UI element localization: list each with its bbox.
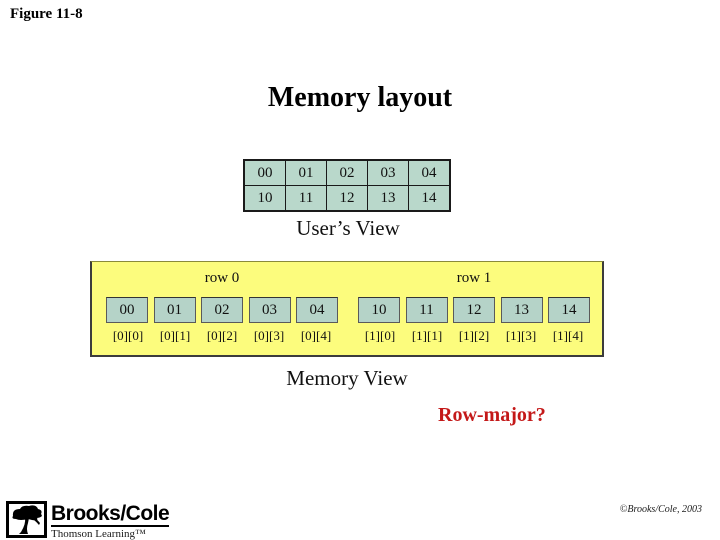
memory-view-label: Memory View bbox=[286, 366, 408, 390]
memory-cell: 01 bbox=[153, 297, 196, 323]
logo-tagline: Thomson Learning™ bbox=[51, 528, 146, 540]
index-label: [1][3] bbox=[505, 328, 537, 343]
table-row: 00 01 02 03 04 bbox=[243, 159, 451, 186]
table-cell: 04 bbox=[408, 159, 451, 186]
memory-cell: 10 bbox=[358, 297, 400, 323]
logo-name: Brooks/Cole bbox=[51, 502, 170, 527]
index-label: [0][2] bbox=[206, 328, 238, 343]
copyright-text: ©Brooks/Cole, 2003 bbox=[619, 504, 702, 515]
index-label: [1][4] bbox=[552, 328, 584, 343]
index-label: [0][4] bbox=[300, 328, 332, 343]
index-label: [1][2] bbox=[458, 328, 490, 343]
memory-cell: 00 bbox=[106, 297, 148, 323]
memory-cell: 02 bbox=[201, 297, 243, 323]
memory-cell: 12 bbox=[453, 297, 495, 323]
memory-indices-row-0: [0][0] [0][1] [0][2] [0][3] [0][4] bbox=[106, 328, 338, 344]
table-cell: 14 bbox=[408, 185, 451, 212]
row-0-label: row 0 bbox=[204, 270, 240, 286]
memory-cell: 14 bbox=[548, 297, 590, 323]
index-label: [1][0] bbox=[364, 328, 396, 343]
memory-indices-row-1: [1][0] [1][1] [1][2] [1][3] [1][4] bbox=[358, 328, 590, 344]
table-cell: 13 bbox=[367, 185, 409, 212]
table-cell: 11 bbox=[285, 185, 327, 212]
memory-cells-row-1: 10 11 12 13 14 bbox=[358, 297, 590, 323]
index-label: [0][1] bbox=[159, 328, 191, 343]
users-view-table: 00 01 02 03 04 10 11 12 13 14 bbox=[243, 159, 451, 212]
table-cell: 12 bbox=[326, 185, 368, 212]
users-view-label: User’s View bbox=[296, 216, 400, 240]
table-cell: 10 bbox=[243, 185, 286, 212]
tree-icon bbox=[6, 501, 47, 538]
row-major-question: Row-major? bbox=[438, 404, 546, 426]
table-row: 10 11 12 13 14 bbox=[243, 185, 451, 212]
memory-cell: 03 bbox=[248, 297, 291, 323]
table-cell: 03 bbox=[367, 159, 409, 186]
memory-view-banner: row 0 00 01 02 03 04 [0][0] [0][1] [0][2… bbox=[90, 261, 604, 357]
table-cell: 01 bbox=[285, 159, 327, 186]
memory-row-group-1: row 1 10 11 12 13 14 [1][0] [1][1] [1][2… bbox=[358, 270, 590, 344]
memory-cells-row-0: 00 01 02 03 04 bbox=[106, 297, 338, 323]
row-1-label: row 1 bbox=[456, 270, 492, 286]
memory-row-group-0: row 0 00 01 02 03 04 [0][0] [0][1] [0][2… bbox=[106, 270, 338, 344]
page-title: Memory layout bbox=[267, 82, 453, 113]
figure-label: Figure 11-8 bbox=[10, 6, 83, 22]
logo-text: Brooks/Cole Thomson Learning™ bbox=[51, 502, 170, 540]
index-label: [0][0] bbox=[112, 328, 144, 343]
memory-cell: 04 bbox=[296, 297, 338, 323]
index-label: [0][3] bbox=[253, 328, 285, 343]
index-label: [1][1] bbox=[411, 328, 443, 343]
brooks-cole-logo: Brooks/Cole Thomson Learning™ bbox=[6, 501, 170, 540]
memory-cell: 13 bbox=[500, 297, 543, 323]
memory-cell: 11 bbox=[405, 297, 448, 323]
table-cell: 02 bbox=[326, 159, 368, 186]
table-cell: 00 bbox=[243, 159, 286, 186]
